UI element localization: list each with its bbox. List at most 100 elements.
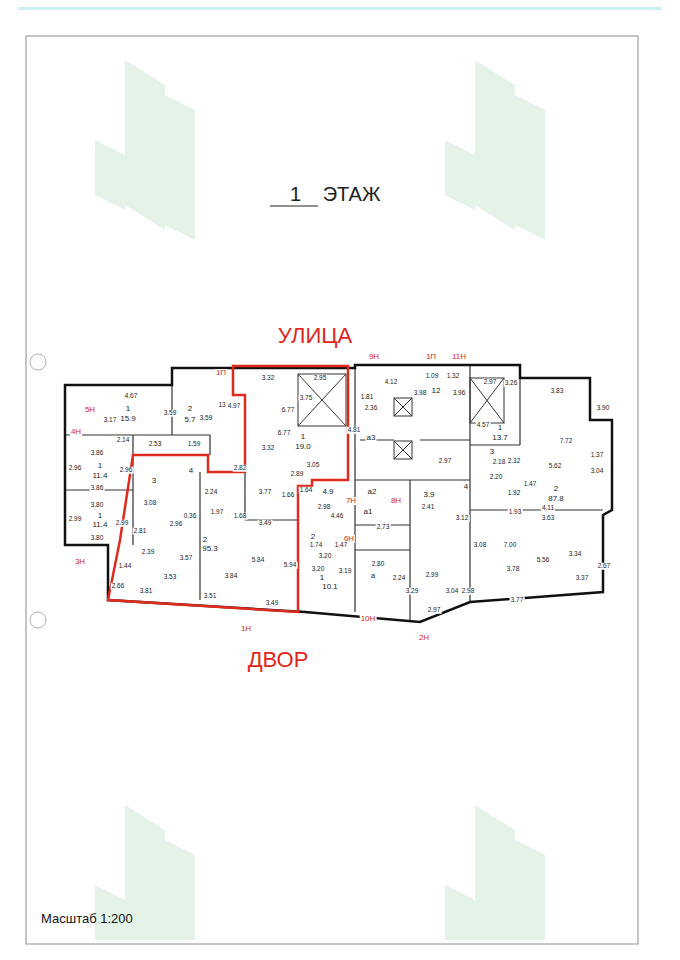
room-number: а2 xyxy=(367,488,378,496)
dimension-label: 4.81 xyxy=(347,427,362,434)
room-number: 10.1 xyxy=(321,583,339,591)
room-number: 95.3 xyxy=(201,545,219,553)
dimension-label: 2.67 xyxy=(597,563,612,570)
dimension-label: 3.63 xyxy=(541,515,556,522)
room-number: 11.4 xyxy=(92,472,109,480)
dimension-label: 5.84 xyxy=(251,557,266,564)
dimension-label: 3.57 xyxy=(179,555,194,562)
dimension-label: 1.74 xyxy=(309,542,324,549)
dimension-label: 13 xyxy=(217,402,226,409)
room-number: 15.9 xyxy=(119,415,137,423)
stairs-and-lifts xyxy=(298,374,504,459)
room-number: 19.0 xyxy=(294,443,312,451)
dimension-label: 1.59 xyxy=(187,441,202,448)
dimension-label: 2.80 xyxy=(371,561,386,568)
dimension-label: 2.24 xyxy=(392,575,407,582)
dimension-label: 2.20 xyxy=(489,474,504,481)
room-number: 3 xyxy=(151,477,157,485)
room-number: 1 xyxy=(300,433,306,441)
dimension-label: 3.80 xyxy=(90,502,105,509)
dimension-label: 2.95 xyxy=(313,375,328,382)
room-number: 4 xyxy=(463,483,469,491)
dimension-label: 1.47 xyxy=(523,481,538,488)
unit-label: 9Н xyxy=(368,353,380,361)
dimension-label: 3.96 xyxy=(452,390,467,397)
dimension-label: 1.44 xyxy=(118,563,133,570)
room-number: 1 xyxy=(125,405,131,413)
room-number: 4.9 xyxy=(321,488,334,496)
watermark xyxy=(95,60,545,940)
dimension-label: 7.72 xyxy=(559,438,574,445)
room-number: 12 xyxy=(431,387,442,395)
dimension-label: 0.36 xyxy=(183,513,198,520)
dimension-label: 1.68 xyxy=(233,513,248,520)
dimension-label: 6.77 xyxy=(281,407,296,414)
room-number: а xyxy=(370,572,376,580)
dimension-label: 1.09 xyxy=(425,373,440,380)
dimension-label: 2.39 xyxy=(141,549,156,556)
dimension-label: 3.17 xyxy=(103,417,118,424)
dimension-label: 1.92 xyxy=(507,490,522,497)
room-number: 4 xyxy=(188,467,194,475)
dimension-label: 2.98 xyxy=(317,504,332,511)
dimension-label: 2.99 xyxy=(115,520,130,527)
unit-label: 4Н xyxy=(70,428,82,436)
dimension-label: 2.99 xyxy=(425,572,440,579)
dimension-label: 3.26 xyxy=(504,380,519,387)
unit-label: 10Н xyxy=(360,615,377,623)
dimension-label: 2.89 xyxy=(290,471,305,478)
room-number: 1 xyxy=(97,462,103,470)
dimension-label: 1.64 xyxy=(299,487,314,494)
dimension-label: 1.37 xyxy=(590,452,605,459)
dimension-label: 1.81 xyxy=(360,394,375,401)
unit-label: 1Н xyxy=(240,625,252,633)
scale-note: Масштаб 1:200 xyxy=(40,912,134,925)
dimension-label: 5.56 xyxy=(536,557,551,564)
dimension-label: 2.53 xyxy=(148,441,163,448)
dimension-label: 1.32 xyxy=(446,373,461,380)
room-number: 1 xyxy=(97,512,103,520)
dimension-label: 3.83 xyxy=(550,388,565,395)
room-number: а3 xyxy=(366,434,377,442)
dimension-label: 3.04 xyxy=(445,588,460,595)
dimension-label: 2.36 xyxy=(364,405,379,412)
room-number: 2 xyxy=(310,533,316,541)
unit-label: 3Н xyxy=(74,558,86,566)
dimension-label: 2.97 xyxy=(483,379,498,386)
dimension-label: 4.67 xyxy=(124,393,139,400)
dimension-label: 3.86 xyxy=(90,485,105,492)
dimension-label: 3.78 xyxy=(506,566,521,573)
dimension-label: 2.98 xyxy=(461,588,476,595)
room-number: 2 xyxy=(553,485,559,493)
dimension-label: 3.49 xyxy=(258,520,273,527)
title-underline xyxy=(270,206,318,207)
unit-label: 8Н xyxy=(390,497,402,505)
dimension-label: 3.05 xyxy=(306,462,321,469)
dimension-label: 4.46 xyxy=(330,513,345,520)
dimension-label: 3.34 xyxy=(568,551,583,558)
outer-walls xyxy=(65,365,612,622)
dimension-label: 2.99 xyxy=(68,516,83,523)
unit-outline xyxy=(108,366,348,612)
dimension-label: 3.59 xyxy=(199,415,214,422)
dimension-label: 3.86 xyxy=(90,450,105,457)
dimension-label: 2.96 xyxy=(68,465,83,472)
dimension-label: 4.97 xyxy=(227,403,242,410)
room-number: 87.8 xyxy=(547,495,565,503)
dimension-label: 3.77 xyxy=(510,597,525,604)
punch-hole xyxy=(30,354,46,370)
unit-label: 7Н xyxy=(345,497,357,505)
dimension-label: 6.77 xyxy=(277,430,292,437)
unit-label: 2Н xyxy=(418,634,430,642)
dimension-label: 4.12 xyxy=(384,379,399,386)
dimension-label: 1.47 xyxy=(334,542,349,549)
dimension-label: 2.73 xyxy=(376,524,391,531)
dimension-label: 3.20 xyxy=(311,566,326,573)
dimension-label: 3.80 xyxy=(90,535,105,542)
dimension-label: 2.41 xyxy=(421,504,436,511)
dimension-label: 3.49 xyxy=(265,600,280,607)
dimension-label: 3.90 xyxy=(596,405,611,412)
dimension-label: 5.62 xyxy=(548,463,563,470)
